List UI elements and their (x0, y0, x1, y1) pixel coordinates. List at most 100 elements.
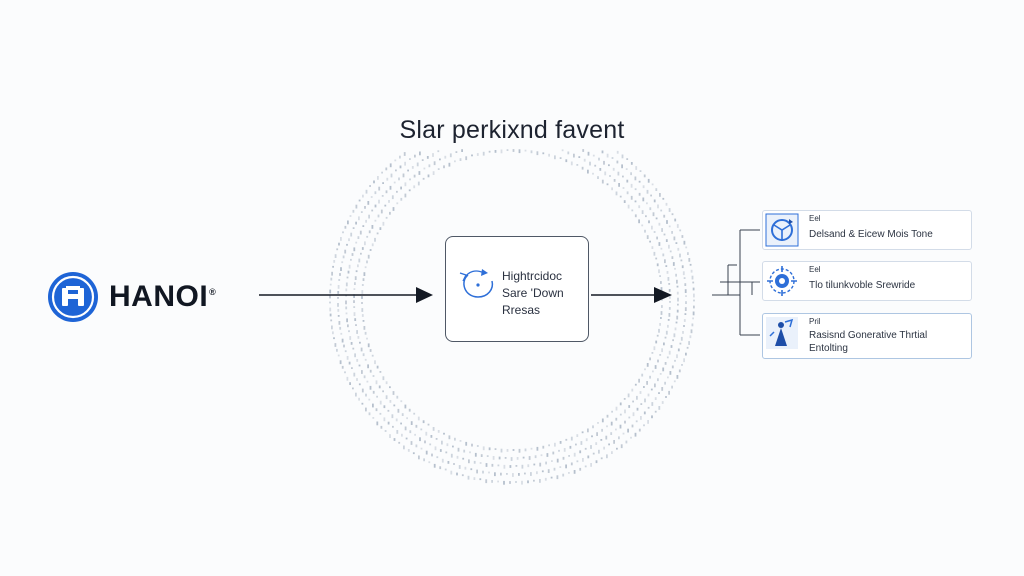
ring-dot (331, 271, 333, 276)
ring-dot (361, 247, 364, 250)
ring-dot (668, 244, 670, 249)
ring-dot (676, 309, 679, 313)
ring-dot (345, 312, 348, 315)
ring-dot (419, 151, 421, 156)
ring-dot (604, 171, 607, 176)
ring-dot (444, 468, 447, 471)
ring-dot (643, 386, 645, 388)
ring-dot (644, 398, 646, 403)
ring-dot (663, 233, 666, 236)
ring-dot (638, 192, 641, 196)
ring-dot (365, 219, 367, 223)
ring-dot (387, 409, 390, 412)
ring-dot (540, 454, 543, 457)
ring-dot (621, 154, 624, 159)
ring-dot (503, 464, 506, 469)
ring-dot (683, 319, 686, 322)
ring-dot (413, 174, 416, 178)
ring-dot (595, 460, 598, 464)
ring-dot (486, 455, 489, 457)
ring-dot (337, 297, 339, 299)
ring-dot (364, 206, 366, 209)
ring-dot (368, 398, 371, 401)
ring-dot (613, 440, 615, 444)
ring-dot (662, 197, 665, 200)
ring-dot (367, 364, 369, 369)
ring-dot (355, 241, 358, 244)
ring-dot (590, 463, 592, 467)
ring-dot (672, 262, 675, 266)
ring-dot (355, 221, 357, 225)
ring-dot (676, 291, 679, 295)
ring-dot (665, 330, 668, 335)
ring-dot (690, 329, 693, 334)
ring-dot (368, 230, 371, 234)
ring-dot (342, 255, 345, 259)
ring-dot (371, 225, 374, 229)
ring-dot (350, 232, 353, 237)
ring-dot (383, 405, 386, 409)
ring-dot (685, 246, 688, 249)
ring-dot (374, 360, 376, 365)
ring-dot (669, 301, 671, 303)
ring-dot (441, 458, 444, 463)
ring-dot (343, 344, 345, 348)
ring-dot (400, 186, 402, 190)
ring-dot (544, 477, 547, 481)
ring-dot (485, 479, 488, 484)
ring-dot (367, 254, 370, 259)
ring-dot (385, 395, 388, 400)
ring-dot (598, 157, 600, 161)
output-tag: Eel (809, 265, 821, 274)
ring-dot (608, 443, 610, 446)
ring-dot (647, 420, 649, 424)
ring-dot (383, 417, 386, 422)
ring-dot (668, 350, 671, 355)
ring-dot (664, 336, 667, 339)
ring-dot (659, 373, 662, 375)
ring-dot (681, 235, 684, 238)
ring-dot (647, 178, 650, 183)
ring-dot (524, 149, 527, 152)
ring-dot (350, 258, 352, 261)
ring-dot (459, 440, 462, 442)
ring-dot (595, 442, 598, 445)
ring-dot (488, 471, 490, 474)
ring-dot (377, 176, 379, 180)
ring-dot (646, 235, 649, 239)
ring-dot (510, 457, 513, 461)
ring-dot (476, 445, 479, 447)
ring-dot (461, 149, 463, 152)
ring-dot (485, 463, 488, 467)
ring-dot (664, 381, 666, 385)
ring-dot (375, 408, 378, 412)
ring-dot (596, 432, 598, 436)
ring-dot (338, 242, 340, 246)
ring-dot (580, 441, 583, 445)
ring-dot (385, 190, 388, 194)
ring-dot (480, 454, 483, 457)
ring-dot (656, 334, 659, 337)
ring-dot (554, 442, 556, 447)
ring-dot (661, 305, 663, 308)
ring-dot (362, 320, 365, 322)
ring-dot (670, 345, 673, 348)
ring-dot (651, 415, 653, 419)
ring-dot (536, 471, 538, 475)
ring-dot (439, 449, 442, 452)
ring-dot (391, 414, 394, 419)
ring-dot (471, 443, 473, 447)
ring-dot (568, 455, 570, 457)
ring-dot (437, 150, 440, 153)
ring-dot (382, 221, 385, 226)
ring-dot (657, 204, 659, 209)
ring-dot (378, 385, 381, 389)
ring-dot (337, 303, 339, 307)
ring-dot (632, 400, 634, 403)
ring-dot (667, 319, 670, 321)
ring-dot (419, 437, 421, 442)
ring-dot (403, 152, 406, 156)
ring-dot (365, 189, 368, 194)
ring-dot (597, 176, 599, 179)
ring-dot (427, 423, 430, 426)
